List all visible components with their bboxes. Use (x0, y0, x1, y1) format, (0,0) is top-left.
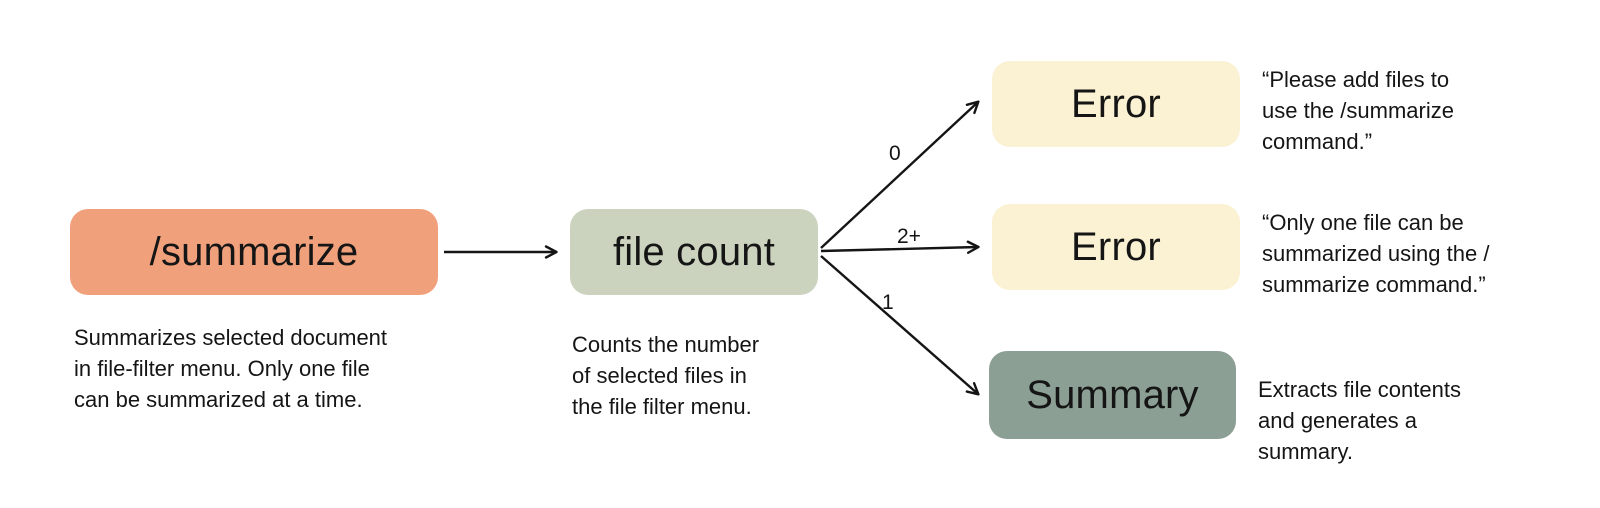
arrow-filecount-to-summary (820, 255, 980, 396)
caption-error-zero-files: “Please add files to use the /summarize … (1262, 67, 1454, 154)
node-summarize: /summarize (70, 209, 438, 295)
node-summary-label: Summary (1026, 373, 1199, 417)
node-error-multiple-files: Error (992, 204, 1240, 290)
node-error-multi-label: Error (1071, 225, 1161, 269)
node-error-zero-label: Error (1071, 82, 1161, 126)
arrow-filecount-to-error-multi (820, 240, 980, 254)
node-file-count: file count (570, 209, 818, 295)
caption-summary: Extracts file contents and generates a s… (1258, 377, 1461, 464)
node-error-zero-files: Error (992, 61, 1240, 147)
edge-label-zero: 0 (889, 142, 901, 165)
arrow-filecount-to-error-zero (820, 100, 980, 249)
node-summarize-label: /summarize (149, 230, 359, 274)
node-file-count-label: file count (612, 230, 776, 274)
caption-file-count: Counts the number of selected files in t… (572, 332, 760, 419)
edge-label-one: 1 (882, 291, 894, 314)
caption-error-multiple-files: “Only one file can be summarized using t… (1262, 210, 1490, 297)
caption-summarize: Summarizes selected document in file-fil… (74, 325, 388, 412)
node-summary: Summary (989, 351, 1236, 439)
edge-label-two-plus: 2+ (897, 225, 921, 248)
